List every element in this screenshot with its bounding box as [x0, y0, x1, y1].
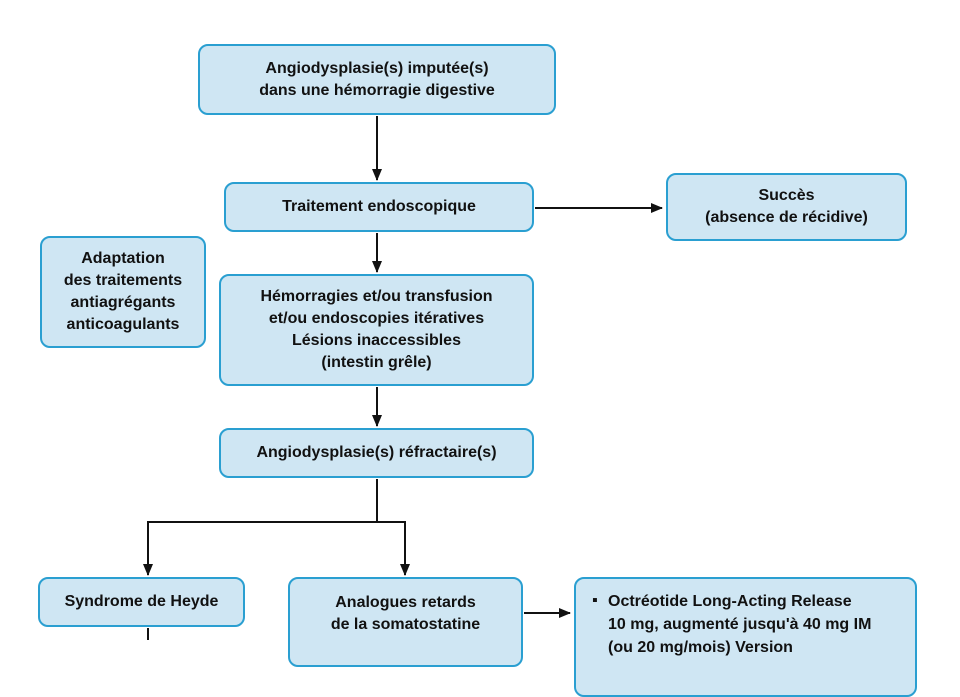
node-text-line: Succès [758, 187, 815, 204]
node-text-line: dans une hémorragie digestive [259, 81, 495, 99]
node-text-line: Angiodysplasie(s) réfractaire(s) [256, 444, 497, 461]
node-text-line: et/ou endoscopies itératives [268, 310, 485, 327]
node-text-line: Lésions inaccessibles [292, 332, 461, 349]
node-text-line: 10 mg, augmenté jusqu'à 40 mg IM [608, 616, 872, 633]
connector-arrows [143, 116, 663, 640]
node-text-line: anticoagulants [66, 316, 180, 333]
node-text-line: Hémorragies et/ou transfusion [260, 288, 493, 305]
node-angiodysplasie-refractaire: Angiodysplasie(s) réfractaire(s) [219, 428, 534, 478]
node-text-line: Traitement endoscopique [282, 198, 476, 215]
node-text-line: (absence de récidive) [705, 209, 868, 226]
node-text-line: Syndrome de Heyde [64, 593, 219, 610]
bullet-icon: ▪ [592, 592, 598, 609]
node-text-line: des traitements [63, 272, 183, 289]
node-text-line: Octréotide Long-Acting Release [608, 593, 852, 610]
node-traitement-endoscopique: Traitement endoscopique [224, 182, 534, 232]
node-text-line: Angiodysplasie(s) imputée(s) [265, 59, 489, 77]
node-angiodysplasie-imputee: Angiodysplasie(s) imputée(s) dans une hé… [198, 44, 556, 115]
node-hemorragies: Hémorragies et/ou transfusion et/ou endo… [219, 274, 534, 386]
node-text-line: Adaptation [81, 250, 165, 267]
node-text-line: (intestin grêle) [321, 354, 432, 371]
node-adaptation-traitements: Adaptation des traitements antiagrégants… [40, 236, 206, 348]
node-text-line: de la somatostatine [330, 616, 481, 633]
node-syndrome-de-heyde: Syndrome de Heyde [38, 577, 245, 627]
node-succes: Succès (absence de récidive) [666, 173, 907, 241]
node-text-line: Analogues retards [335, 594, 476, 611]
node-text-line: antiagrégants [70, 294, 176, 311]
